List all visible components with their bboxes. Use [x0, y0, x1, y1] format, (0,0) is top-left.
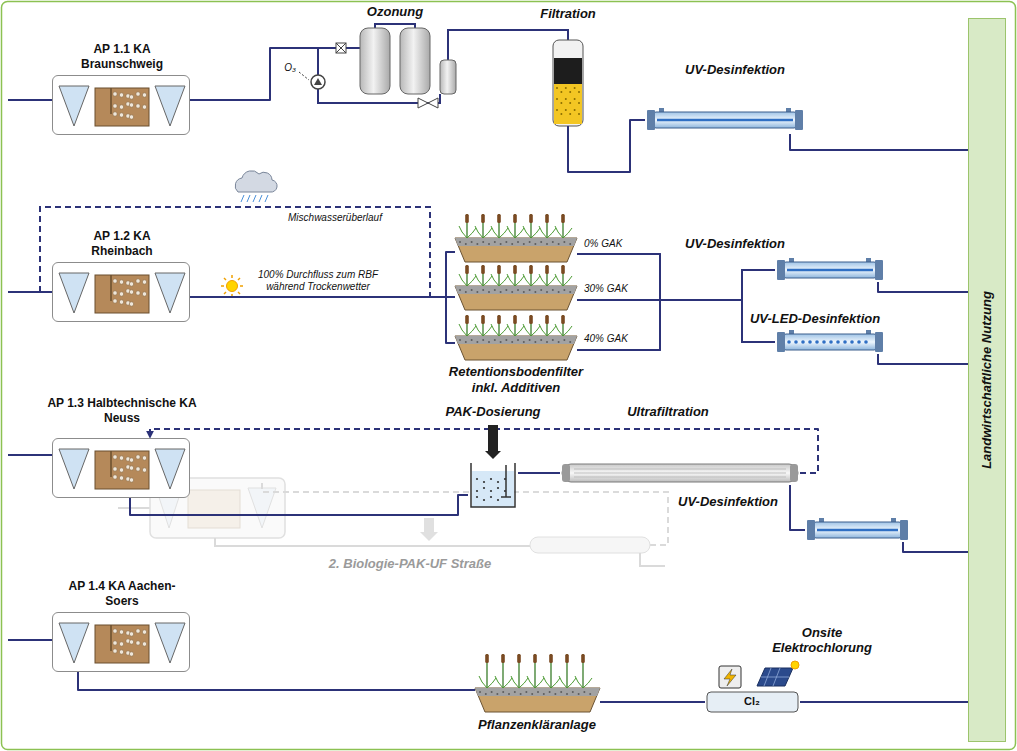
- uv-reactor: UV-Desinfektion: [775, 258, 885, 282]
- treatment-plant-box-drawing: [53, 613, 191, 673]
- chemical-formula: O₃: [284, 62, 296, 74]
- usage-bar: Landwirtschaftliche Nutzung: [968, 18, 1006, 742]
- treatment-plant-box: AP 1.2 KA Rheinbach: [52, 262, 190, 322]
- flow-line: [878, 282, 968, 292]
- uv-reactor-drawing: [645, 108, 805, 134]
- electrochlorination-cell: Onsite Elektrochlorung: [705, 660, 800, 712]
- dosing-tank: PAK-Dosierung: [468, 425, 518, 510]
- flow-line: [790, 485, 805, 530]
- bed-label: 40% GAK: [584, 333, 628, 345]
- uv-led-reactor: UV-LED-Desinfektion: [775, 330, 885, 354]
- greyed-label: 2. Biologie-PAK-UF Straße: [329, 556, 491, 572]
- filter-column-drawing: [545, 28, 590, 130]
- flow-line: [800, 701, 968, 703]
- edge-label: 100% Durchfluss zum RBF während Trockenw…: [249, 269, 388, 293]
- soil-filter-bed-drawing: [455, 313, 577, 360]
- flow-line: [568, 120, 645, 172]
- flow-line: [600, 701, 705, 703]
- dosing-tank-drawing: [468, 425, 518, 510]
- treatment-plant-box: AP 1.1 KA Braunschweig: [52, 75, 190, 135]
- soil-filter-bed: 30% GAK: [455, 263, 577, 310]
- treatment-plant-box-drawing: [53, 439, 191, 499]
- unit-title: AP 1.2 KA Rheinbach: [67, 229, 177, 258]
- filter-column: Filtration: [545, 28, 590, 130]
- unit-title: Ozonung: [367, 4, 423, 20]
- bed-label: 30% GAK: [584, 283, 628, 295]
- second-treatment-train: [118, 478, 668, 566]
- unit-title: Ultrafiltration: [627, 404, 709, 420]
- ozonation-unit: Ozonung: [300, 22, 470, 107]
- line-label: Mischwasserüberlauf: [288, 212, 382, 224]
- flow-line: [577, 270, 775, 300]
- flow-line: [903, 542, 968, 552]
- soil-filter-bed: 0% GAK: [455, 212, 577, 262]
- unit-title: UV-Desinfektion: [678, 494, 778, 510]
- flow-line: [878, 354, 968, 364]
- flow-line: [78, 672, 475, 690]
- uv-reactor: UV-Desinfektion: [645, 108, 805, 134]
- constructed-wetland: Pflanzenkläranlage: [475, 640, 600, 712]
- group-label: Retentionsbodenfilter inkl. Additiven: [441, 364, 591, 395]
- ozonation-unit-drawing: [300, 22, 470, 107]
- membrane-module-drawing: [560, 461, 800, 485]
- bar-title: Landwirtschaftliche Nutzung: [979, 291, 995, 469]
- bed-label: Pflanzenkläranlage: [478, 717, 596, 733]
- flow-line: [577, 300, 775, 350]
- treatment-plant-box-drawing: [53, 76, 191, 136]
- flow-line: [190, 297, 455, 343]
- soil-filter-bed-drawing: [455, 212, 577, 262]
- soil-filter-bed-drawing: [455, 263, 577, 310]
- rain-cloud: [235, 171, 277, 202]
- flow-line: [130, 495, 468, 515]
- soil-filter-bed: 40% GAK: [455, 313, 577, 360]
- unit-title: Filtration: [540, 6, 596, 22]
- flow-line: [577, 254, 775, 300]
- uv-led-reactor-drawing: [775, 330, 885, 354]
- unit-title: UV-Desinfektion: [685, 236, 785, 252]
- treatment-plant-box: AP 1.3 Halbtechnische KA Neuss: [52, 438, 190, 498]
- inlet-lines: [8, 100, 52, 640]
- electrochlorination-cell-drawing: [705, 660, 800, 712]
- bed-label: 0% GAK: [584, 238, 622, 250]
- ozone-feed-line: [299, 72, 309, 80]
- unit-title: AP 1.3 Halbtechnische KA Neuss: [47, 396, 197, 425]
- treatment-plant-box-drawing: [53, 263, 191, 323]
- sun-icon: [221, 275, 243, 297]
- uv-reactor: UV-Desinfektion: [805, 518, 910, 542]
- flow-line: [190, 252, 455, 297]
- unit-title: UV-LED-Desinfektion: [750, 311, 880, 327]
- flow-line: [577, 254, 775, 342]
- uv-reactor-drawing: [805, 518, 910, 542]
- flow-line: [518, 472, 560, 474]
- treatment-plant-box: AP 1.4 KA Aachen-Soers: [52, 612, 190, 672]
- flow-line: [790, 134, 968, 150]
- uv-reactor-drawing: [775, 258, 885, 282]
- unit-title: AP 1.1 KA Braunschweig: [67, 42, 177, 71]
- membrane-module: Ultrafiltration: [560, 461, 800, 485]
- flow-line: [577, 270, 775, 350]
- unit-title: UV-Desinfektion: [685, 62, 785, 78]
- unit-title: Onsite Elektrochlorung: [767, 625, 877, 656]
- constructed-wetland-drawing: [475, 640, 600, 712]
- flow-line: [190, 48, 300, 100]
- unit-title: PAK-Dosierung: [445, 404, 540, 420]
- flow-line: [470, 29, 545, 31]
- unit-title: AP 1.4 KA Aachen-Soers: [67, 579, 177, 608]
